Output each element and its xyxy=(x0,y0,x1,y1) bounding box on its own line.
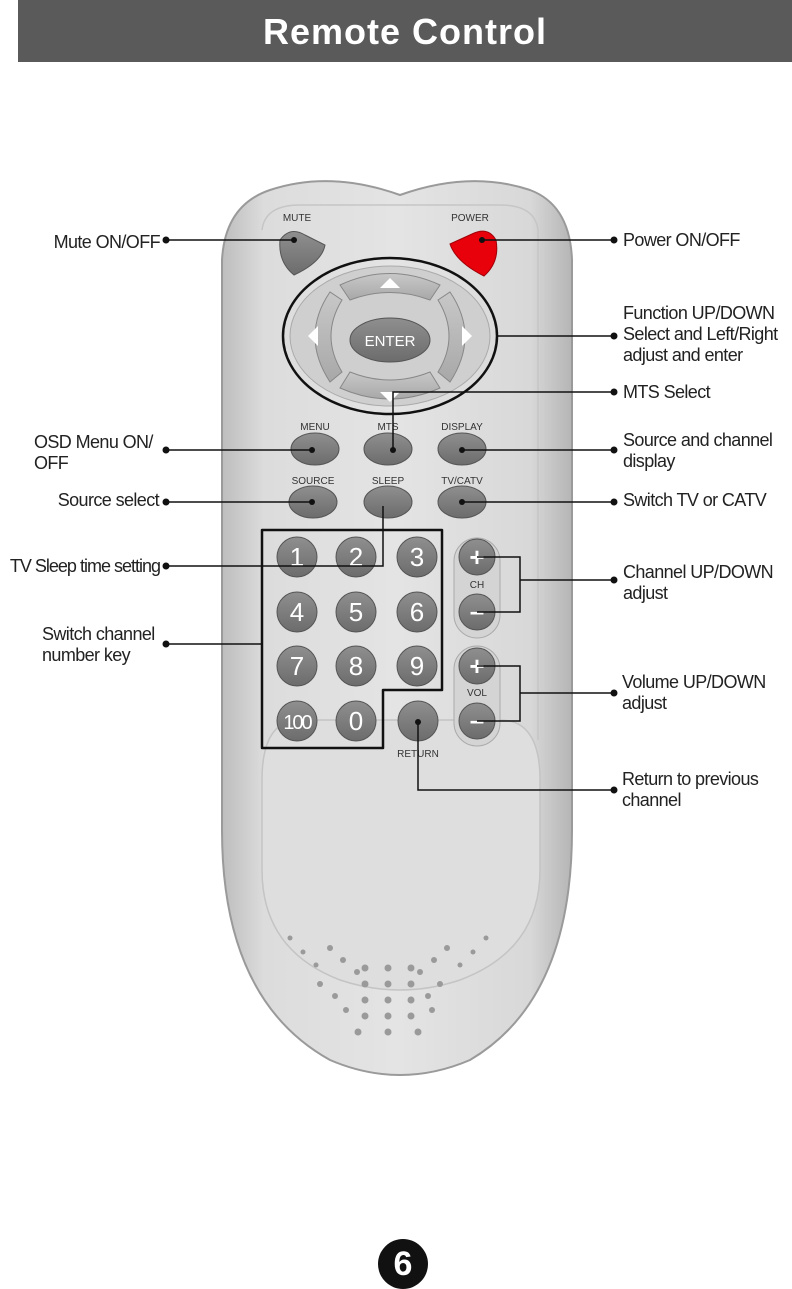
digit-7-label: 7 xyxy=(290,651,304,681)
power-button-label: POWER xyxy=(451,213,489,224)
enter-button[interactable] xyxy=(349,317,431,363)
callout-return: Return to previous channel xyxy=(622,769,759,810)
callout-mts: MTS Select xyxy=(623,382,711,402)
left-arrow-icon xyxy=(308,326,318,346)
digit-6-label: 6 xyxy=(410,597,424,627)
number-keys-outline xyxy=(260,528,444,750)
digit-3-label: 3 xyxy=(410,542,424,572)
callout-number: Switch channel number key xyxy=(42,624,155,665)
number-keypad: 1 2 3 4 5 6 7 8 9 100 0 xyxy=(276,536,438,742)
callout-source: Source select xyxy=(57,490,160,510)
menu-button[interactable] xyxy=(290,432,340,466)
digit-2-button[interactable] xyxy=(335,536,377,578)
channel-label: CH xyxy=(470,580,484,591)
page-number: 6 xyxy=(378,1239,428,1289)
digit-1-button[interactable] xyxy=(276,536,318,578)
mute-button-label: MUTE xyxy=(283,213,312,224)
digit-8-label: 8 xyxy=(349,651,363,681)
mute-button[interactable] xyxy=(279,230,326,276)
digit-6-button[interactable] xyxy=(396,591,438,633)
callout-dots xyxy=(162,236,618,794)
digit-3-button[interactable] xyxy=(396,536,438,578)
digit-0-button[interactable] xyxy=(335,700,377,742)
callout-function: Function UP/DOWN Select and Left/Right a… xyxy=(623,303,778,365)
enter-button-label: ENTER xyxy=(365,333,416,350)
digit-8-button[interactable] xyxy=(335,645,377,687)
callout-mute: Mute ON/OFF xyxy=(53,232,161,252)
remote-inner-outline xyxy=(261,204,539,740)
up-arrow-icon xyxy=(380,278,400,288)
callout-power: Power ON/OFF xyxy=(623,230,740,250)
down-arrow-icon xyxy=(380,392,400,402)
menu-button-label: MENU xyxy=(300,422,329,433)
digit-4-label: 4 xyxy=(290,597,304,627)
sleep-button-label: SLEEP xyxy=(372,476,405,487)
callout-lines xyxy=(166,239,614,791)
power-button[interactable] xyxy=(449,230,498,277)
digit-100-label: 100 xyxy=(283,712,312,734)
digit-2-label: 2 xyxy=(349,542,363,572)
speaker-grille xyxy=(287,935,489,1036)
digit-0-label: 0 xyxy=(349,706,363,736)
digit-5-label: 5 xyxy=(349,597,363,627)
callout-volume: Volume UP/DOWN adjust xyxy=(622,672,766,713)
remote-lower-panel xyxy=(261,719,541,991)
nav-left-button[interactable] xyxy=(314,291,343,383)
digit-7-button[interactable] xyxy=(276,645,318,687)
callout-display: Source and channel display xyxy=(623,430,773,471)
right-arrow-icon xyxy=(462,326,472,346)
callout-tvcatv: Switch TV or CATV xyxy=(623,490,767,510)
digit-5-button[interactable] xyxy=(335,591,377,633)
tvcatv-button-label: TV/CATV xyxy=(441,476,483,487)
nav-right-button[interactable] xyxy=(437,291,466,383)
digit-100-button[interactable] xyxy=(276,700,318,742)
display-button-label: DISPLAY xyxy=(441,422,483,433)
channel-down-label: – xyxy=(470,596,484,626)
page-title: Remote Control xyxy=(18,0,792,62)
digit-4-button[interactable] xyxy=(276,591,318,633)
digit-9-button[interactable] xyxy=(396,645,438,687)
digit-1-label: 1 xyxy=(290,542,304,572)
volume-down-label: – xyxy=(470,705,484,735)
callout-sleep: TV Sleep time setting xyxy=(9,556,161,576)
callout-osd: OSD Menu ON/ OFF xyxy=(34,432,153,473)
callout-channel: Channel UP/DOWN adjust xyxy=(623,562,774,603)
volume-label: VOL xyxy=(467,688,487,699)
digit-9-label: 9 xyxy=(410,651,424,681)
source-button-label: SOURCE xyxy=(292,476,335,487)
mts-button[interactable] xyxy=(363,432,413,466)
mts-button-label: MTS xyxy=(377,422,398,433)
sleep-button[interactable] xyxy=(363,485,413,519)
